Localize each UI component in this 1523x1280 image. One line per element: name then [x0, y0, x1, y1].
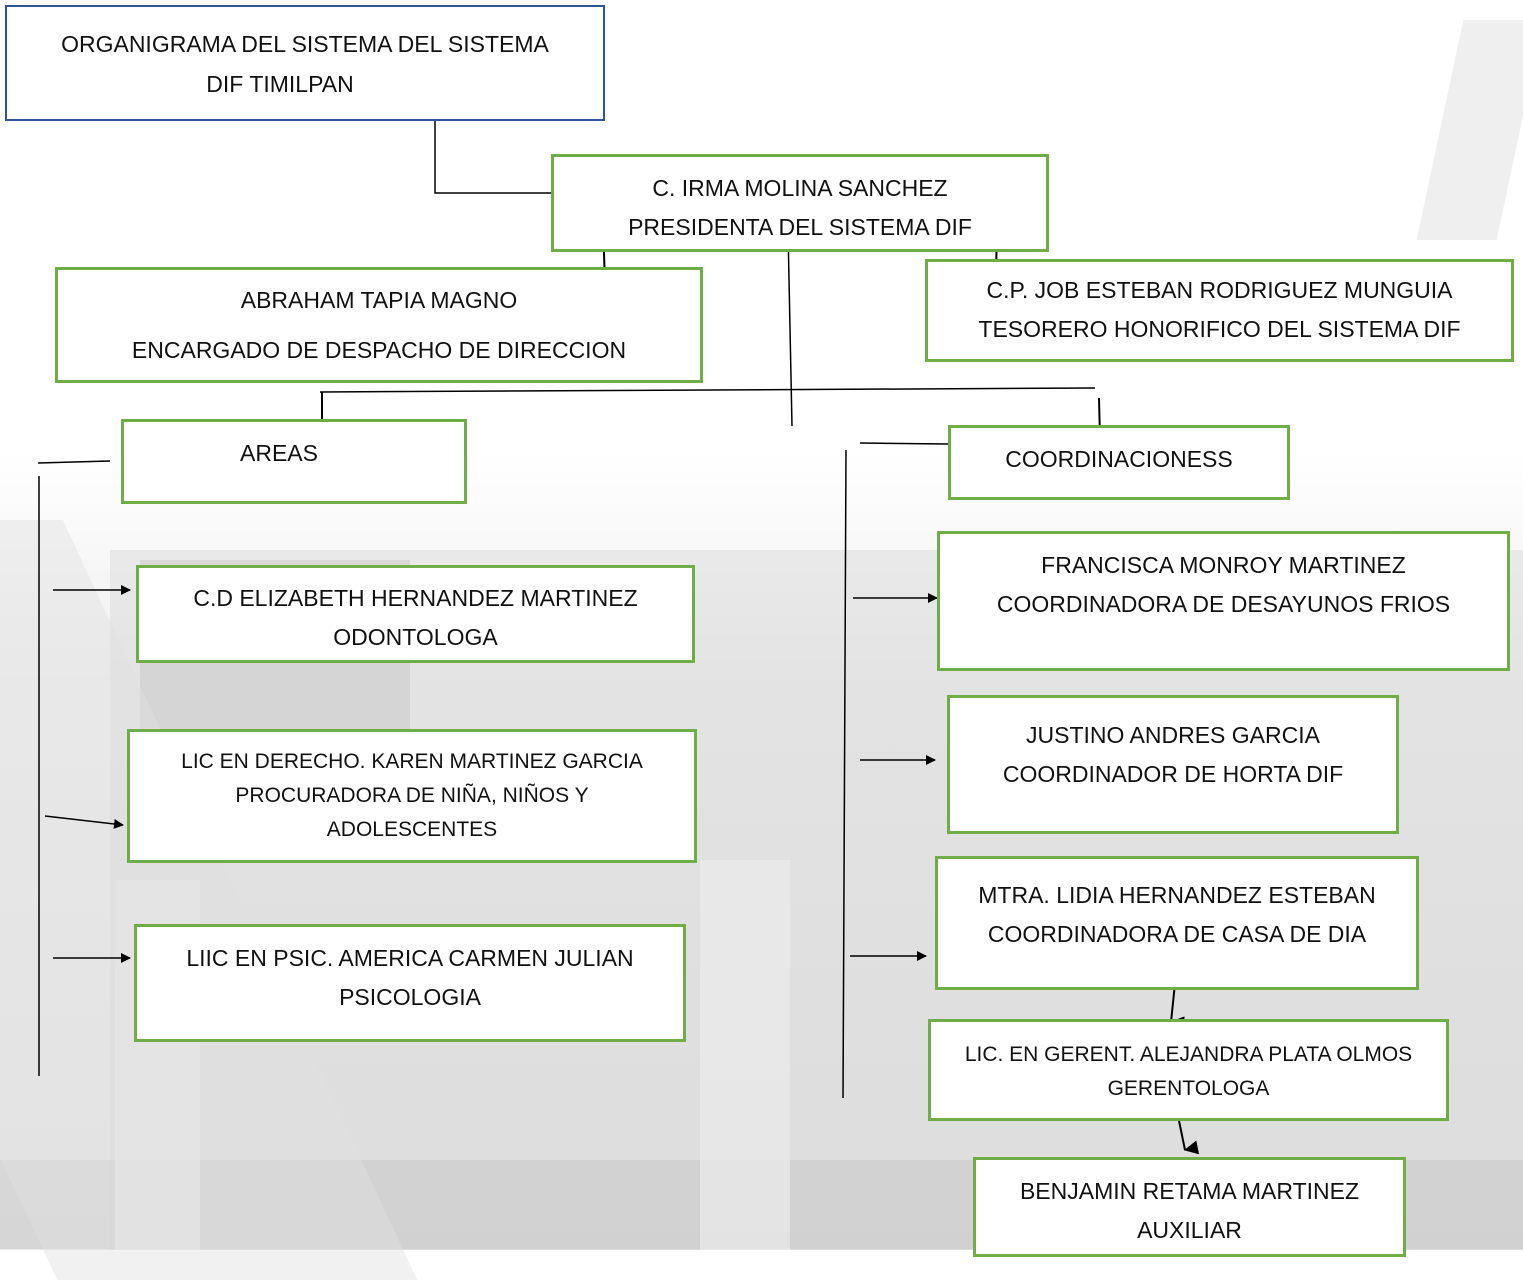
psicologia-role: PSICOLOGIA: [339, 984, 481, 1010]
odontologa-role: ODONTOLOGA: [333, 624, 498, 650]
desayunos-name: FRANCISCA MONROY MARTINEZ: [1041, 552, 1406, 578]
gerentologa-box: LIC. EN GERENT. ALEJANDRA PLATA OLMOS GE…: [928, 1019, 1449, 1121]
casa-de-dia-box: MTRA. LIDIA HERNANDEZ ESTEBAN COORDINADO…: [935, 856, 1419, 990]
title-box: ORGANIGRAMA DEL SISTEMA DEL SISTEMA DIF …: [5, 5, 605, 121]
horta-name: JUSTINO ANDRES GARCIA: [1026, 722, 1320, 748]
coordinations-label: COORDINACIONESS: [1005, 446, 1233, 472]
procuradora-role-line-2: ADOLESCENTES: [326, 818, 498, 841]
president-name: C. IRMA MOLINA SANCHEZ: [652, 175, 948, 201]
odontologa-name: C.D ELIZABETH HERNANDEZ MARTINEZ: [193, 585, 638, 611]
auxiliar-name: BENJAMIN RETAMA MARTINEZ: [1019, 1178, 1360, 1204]
auxiliar-box: BENJAMIN RETAMA MARTINEZ AUXILIAR: [973, 1157, 1406, 1257]
horta-box: JUSTINO ANDRES GARCIA COORDINADOR DE HOR…: [947, 695, 1399, 834]
auxiliar-role: AUXILIAR: [1137, 1217, 1242, 1243]
desayunos-role: COORDINADORA DE DESAYUNOS FRIOS: [996, 591, 1451, 617]
president-box: C. IRMA MOLINA SANCHEZ PRESIDENTA DEL SI…: [551, 154, 1049, 252]
horta-role: COORDINADOR DE HORTA DIF: [1002, 761, 1344, 787]
desayunos-box: FRANCISCA MONROY MARTINEZ COORDINADORA D…: [937, 531, 1510, 671]
title-line-2: DIF TIMILPAN: [206, 71, 354, 97]
casa-de-dia-name: MTRA. LIDIA HERNANDEZ ESTEBAN: [978, 882, 1376, 908]
areas-box: AREAS: [121, 419, 467, 504]
procuradora-box: LIC EN DERECHO. KAREN MARTINEZ GARCIA PR…: [127, 729, 697, 863]
coordinations-box: COORDINACIONESS: [948, 425, 1290, 500]
gerentologa-role: GERENTOLOGA: [1107, 1077, 1270, 1100]
procuradora-name: LIC EN DERECHO. KAREN MARTINEZ GARCIA: [181, 750, 643, 773]
psicologia-name: LIIC EN PSIC. AMERICA CARMEN JULIAN: [186, 945, 634, 971]
president-role: PRESIDENTA DEL SISTEMA DIF: [628, 214, 972, 240]
procuradora-role-line-1: PROCURADORA DE NIÑA, NIÑOS Y: [235, 784, 589, 807]
areas-label: AREAS: [240, 440, 318, 466]
treasurer-role: TESORERO HONORIFICO DEL SISTEMA DIF: [978, 316, 1461, 342]
director-name: ABRAHAM TAPIA MAGNO: [240, 287, 518, 313]
director-box: ABRAHAM TAPIA MAGNO ENCARGADO DE DESPACH…: [55, 267, 703, 383]
treasurer-name: C.P. JOB ESTEBAN RODRIGUEZ MUNGUIA: [986, 277, 1453, 303]
psicologia-box: LIIC EN PSIC. AMERICA CARMEN JULIAN PSIC…: [134, 924, 686, 1042]
director-role: ENCARGADO DE DESPACHO DE DIRECCION: [131, 337, 627, 363]
odontologa-box: C.D ELIZABETH HERNANDEZ MARTINEZ ODONTOL…: [136, 565, 695, 663]
treasurer-box: C.P. JOB ESTEBAN RODRIGUEZ MUNGUIA TESOR…: [925, 259, 1514, 362]
casa-de-dia-role: COORDINADORA DE CASA DE DIA: [987, 921, 1367, 947]
title-line-1: ORGANIGRAMA DEL SISTEMA DEL SISTEMA: [61, 31, 549, 57]
gerentologa-name: LIC. EN GERENT. ALEJANDRA PLATA OLMOS: [964, 1043, 1413, 1066]
